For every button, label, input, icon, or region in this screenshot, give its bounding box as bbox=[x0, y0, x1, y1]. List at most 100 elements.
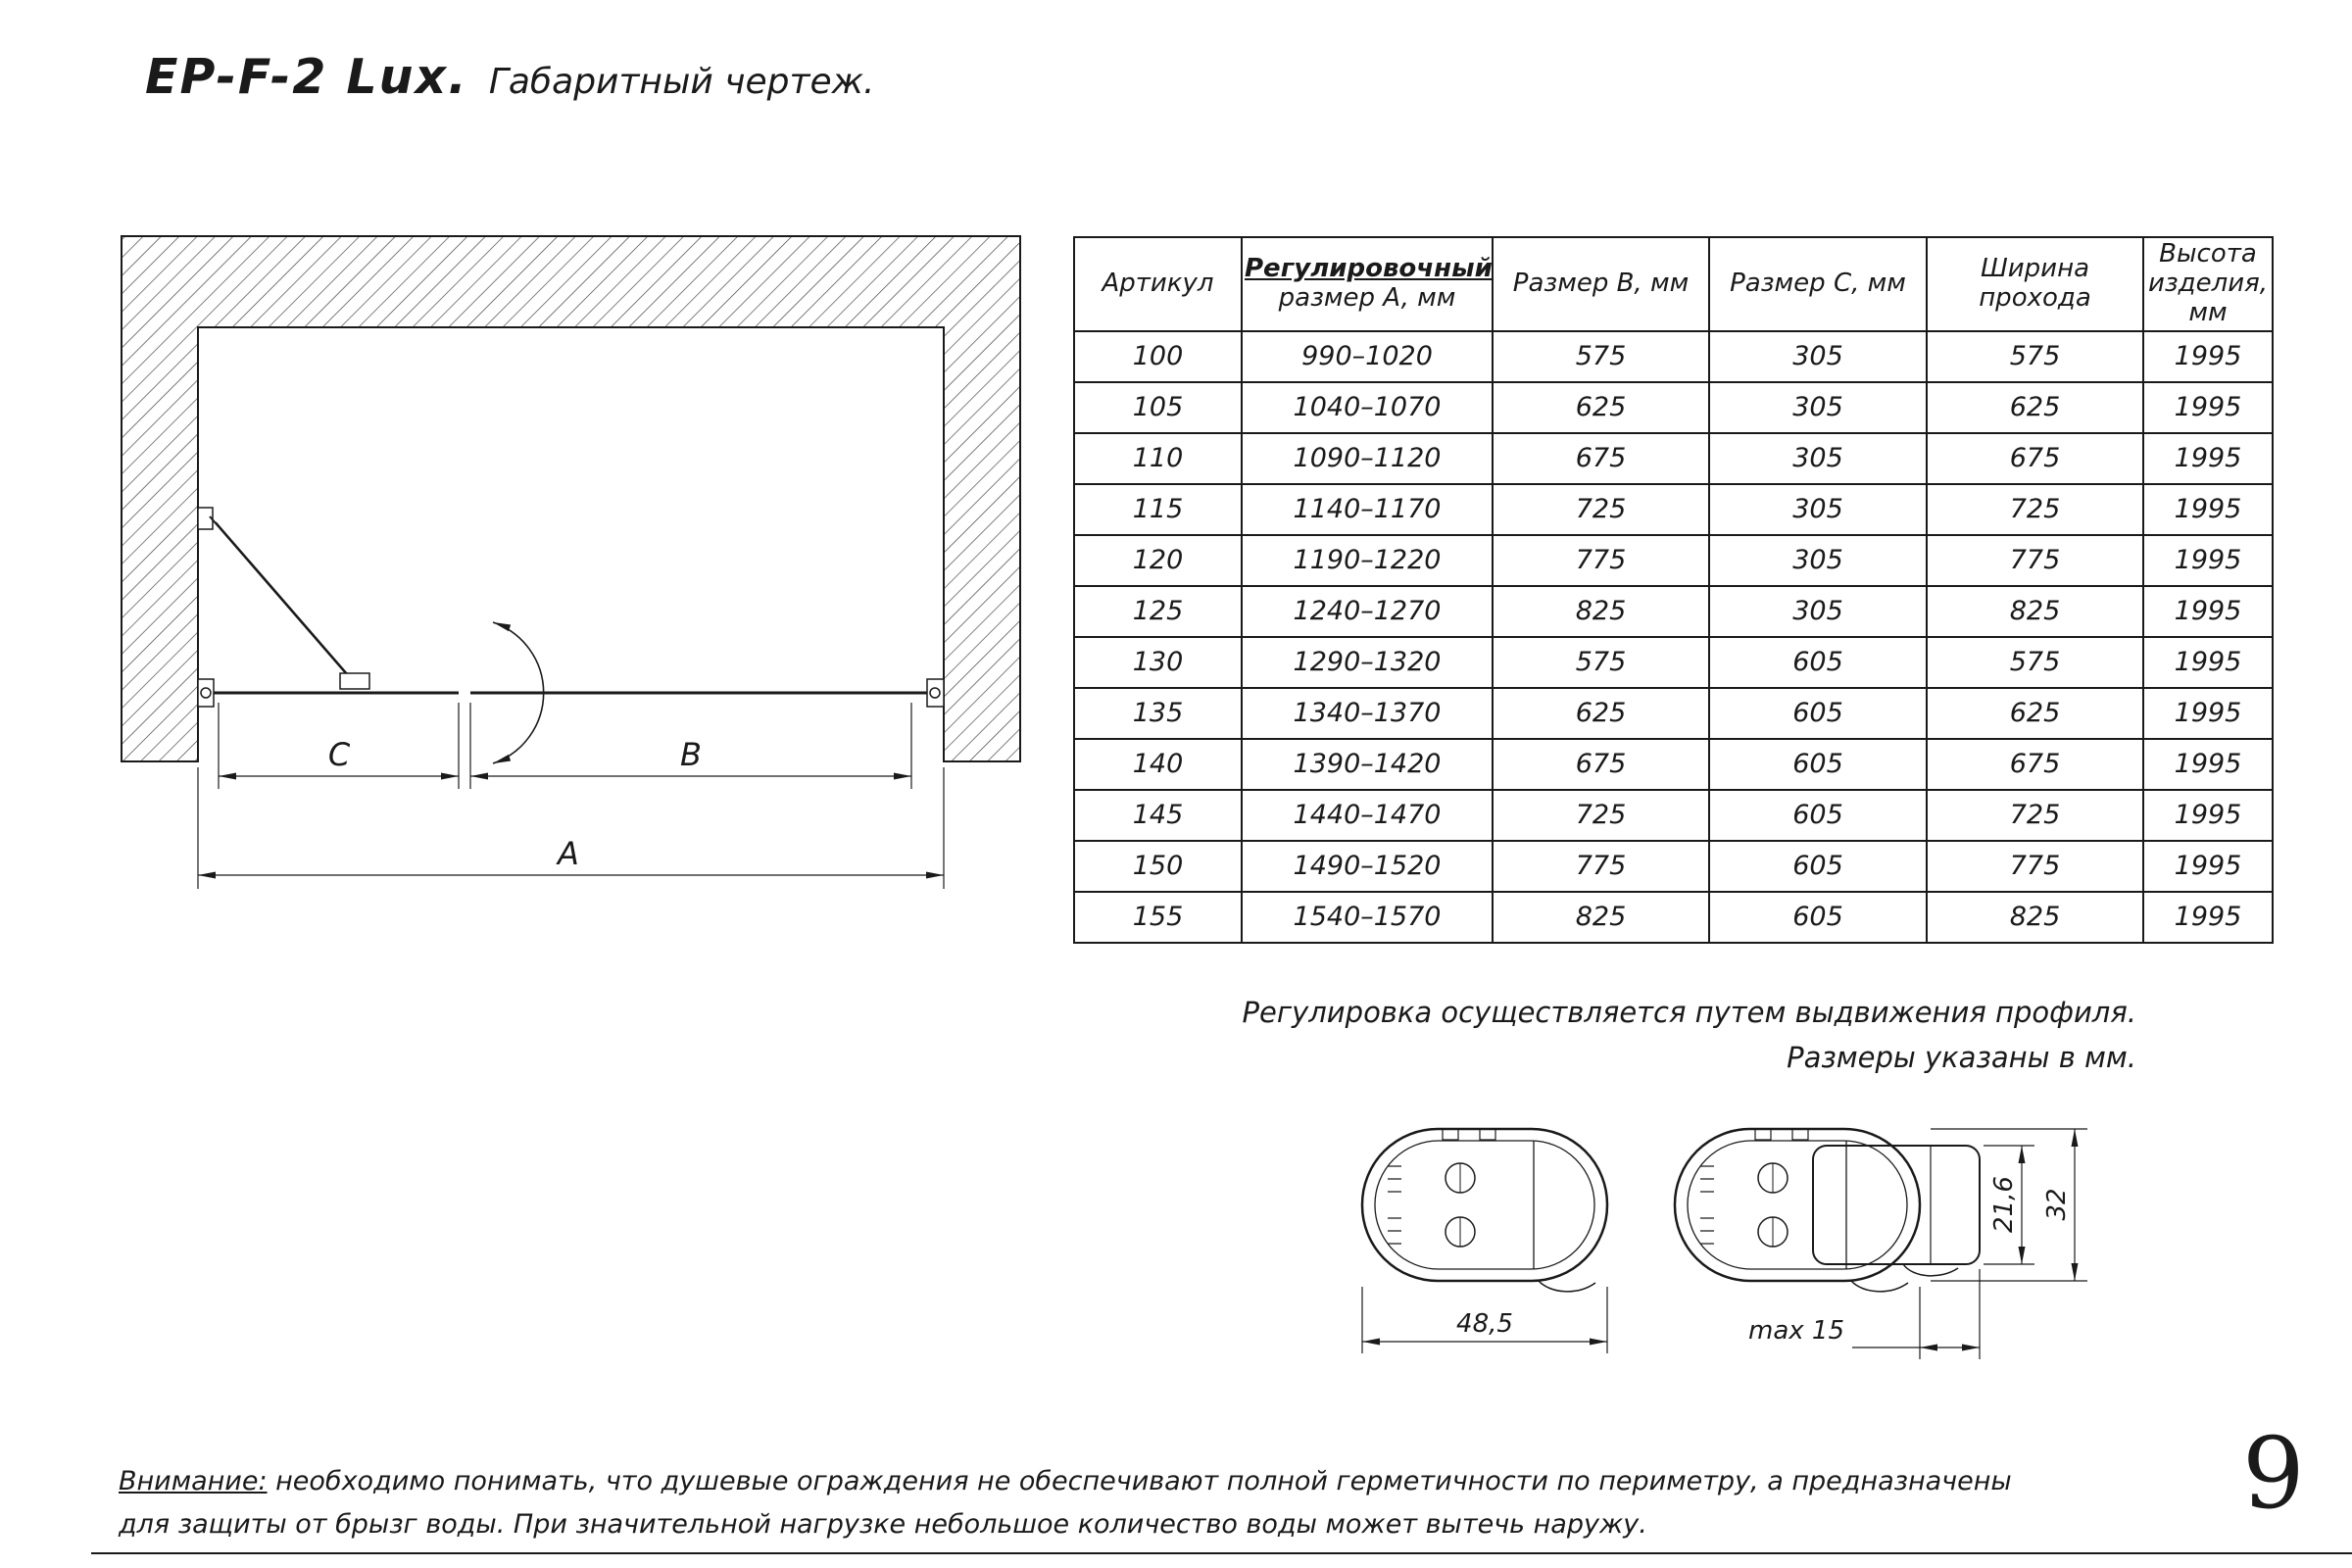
table-cell: 575 bbox=[1492, 329, 1710, 383]
seal-flap bbox=[1538, 1280, 1596, 1293]
table-cell: 605 bbox=[1708, 890, 1928, 944]
table-cell: 305 bbox=[1708, 584, 1928, 638]
table-cell: 1090–1120 bbox=[1241, 431, 1494, 485]
column-header-size-a: Регулировочный размер A, мм bbox=[1241, 236, 1494, 332]
table-cell: 675 bbox=[1926, 737, 2144, 791]
table-cell: 1290–1320 bbox=[1241, 635, 1494, 689]
table-cell: 130 bbox=[1073, 635, 1243, 689]
header-label: Регулировочный bbox=[1245, 253, 1493, 283]
table-cell: 1995 bbox=[2142, 839, 2274, 893]
table-cell: 1040–1070 bbox=[1241, 380, 1494, 434]
header-label: Артикул bbox=[1102, 268, 1214, 298]
size-table: Артикул Регулировочный размер A, мм Разм… bbox=[1073, 236, 2274, 944]
table-cell: 110 bbox=[1073, 431, 1243, 485]
table-cell: 1995 bbox=[2142, 584, 2274, 638]
table-cell: 775 bbox=[1492, 533, 1710, 587]
dim-label-extension: max 15 bbox=[1748, 1316, 1844, 1346]
column-header-passage-width: Ширина прохода bbox=[1926, 236, 2144, 332]
table-cell: 775 bbox=[1492, 839, 1710, 893]
table-cell: 1340–1370 bbox=[1241, 686, 1494, 740]
table-cell: 115 bbox=[1073, 482, 1243, 536]
dim-label-b: B bbox=[680, 736, 702, 773]
table-cell: 135 bbox=[1073, 686, 1243, 740]
table-cell: 1995 bbox=[2142, 380, 2274, 434]
table-cell: 150 bbox=[1073, 839, 1243, 893]
table-cell: 725 bbox=[1926, 482, 2144, 536]
page-title: EP-F-2 Lux. Габаритный чертеж. bbox=[145, 49, 874, 105]
table-cell: 575 bbox=[1492, 635, 1710, 689]
page-number: 9 bbox=[2242, 1416, 2305, 1531]
warning-label: Внимание: bbox=[119, 1466, 268, 1496]
title-caption: Габаритный чертеж. bbox=[488, 62, 875, 102]
table-cell: 605 bbox=[1708, 635, 1928, 689]
adjustment-notes: Регулировка осуществляется путем выдвиже… bbox=[1243, 990, 2136, 1080]
warning-text-line1: необходимо понимать, что душевые огражде… bbox=[275, 1466, 2012, 1496]
dim-label-a: A bbox=[556, 835, 579, 872]
door-swing-arc bbox=[492, 621, 545, 764]
profile-dimension-lines bbox=[1361, 1128, 2087, 1359]
brace-clamp bbox=[339, 672, 370, 690]
table-cell: 675 bbox=[1492, 431, 1710, 485]
model-name: EP-F-2 Lux. bbox=[145, 49, 468, 105]
table-cell: 305 bbox=[1708, 482, 1928, 536]
table-cell: 990–1020 bbox=[1241, 329, 1494, 383]
table-cell: 625 bbox=[1926, 380, 2144, 434]
dim-label-c: C bbox=[328, 736, 351, 773]
table-cell: 775 bbox=[1926, 533, 2144, 587]
table-cell: 625 bbox=[1492, 686, 1710, 740]
table-cell: 1995 bbox=[2142, 533, 2274, 587]
adjustment-note-line2: Размеры указаны в мм. bbox=[1787, 1041, 2136, 1074]
adjustment-note-line1: Регулировка осуществляется путем выдвиже… bbox=[1242, 996, 2136, 1029]
table-cell: 1490–1520 bbox=[1241, 839, 1494, 893]
table-cell: 625 bbox=[1492, 380, 1710, 434]
table-cell: 155 bbox=[1073, 890, 1243, 944]
warning-line1: Внимание: необходимо понимать, что душев… bbox=[119, 1460, 2012, 1503]
table-cell: 825 bbox=[1492, 890, 1710, 944]
table-cell: 100 bbox=[1073, 329, 1243, 383]
table-cell: 775 bbox=[1926, 839, 2144, 893]
wall-section-hatching bbox=[121, 235, 1021, 762]
table-cell: 725 bbox=[1492, 482, 1710, 536]
table-cell: 1140–1170 bbox=[1241, 482, 1494, 536]
table-cell: 1995 bbox=[2142, 890, 2274, 944]
header-label: размер A, мм bbox=[1278, 282, 1456, 313]
table-cell: 1995 bbox=[2142, 788, 2274, 842]
table-cell: 1995 bbox=[2142, 737, 2274, 791]
header-label: Высота изделия, мм bbox=[2147, 239, 2269, 327]
table-cell: 575 bbox=[1926, 635, 2144, 689]
table-cell: 140 bbox=[1073, 737, 1243, 791]
table-cell: 675 bbox=[1926, 431, 2144, 485]
table-cell: 145 bbox=[1073, 788, 1243, 842]
column-header-product-height: Высота изделия, мм bbox=[2142, 236, 2274, 332]
bottom-rule bbox=[91, 1552, 2352, 1554]
column-header-size-b: Размер B, мм bbox=[1492, 236, 1710, 332]
table-cell: 1995 bbox=[2142, 635, 2274, 689]
table-cell: 1995 bbox=[2142, 329, 2274, 383]
dim-label-inner-height: 21,6 bbox=[1989, 1176, 2019, 1233]
support-brace bbox=[215, 521, 358, 686]
header-label: Размер B, мм bbox=[1512, 268, 1690, 298]
table-cell: 120 bbox=[1073, 533, 1243, 587]
profile-sections-drawing: 48,5 max 15 21,6 32 bbox=[1360, 1127, 2087, 1359]
screen-assembly bbox=[197, 507, 945, 708]
warning-line2: для защиты от брызг воды. При значительн… bbox=[119, 1509, 1647, 1540]
column-header-article: Артикул bbox=[1073, 236, 1243, 332]
table-cell: 725 bbox=[1926, 788, 2144, 842]
table-cell: 605 bbox=[1708, 737, 1928, 791]
table-cell: 1995 bbox=[2142, 482, 2274, 536]
dim-label-width: 48,5 bbox=[1456, 1309, 1513, 1339]
profile-section-closed bbox=[1360, 1127, 1609, 1293]
table-cell: 305 bbox=[1708, 380, 1928, 434]
table-cell: 675 bbox=[1492, 737, 1710, 791]
right-wall-profile-detail bbox=[929, 687, 941, 699]
profile-extended-part bbox=[1812, 1145, 1981, 1277]
table-cell: 1190–1220 bbox=[1241, 533, 1494, 587]
table-cell: 1995 bbox=[2142, 431, 2274, 485]
